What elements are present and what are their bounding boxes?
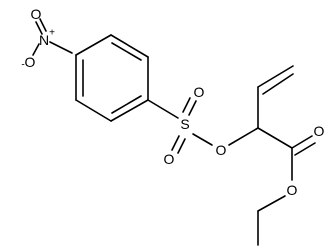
bond-lines — [32, 18, 316, 246]
bond-n-o-top-2 — [39, 18, 47, 32]
bond-n-ring — [49, 41, 73, 54]
atom-ethoxy-o: O — [287, 182, 298, 198]
bond-s-o-upper-2 — [188, 100, 197, 116]
bond-n-o-top-1 — [35, 21, 43, 35]
atom-labels: O N + O - S O O O O O — [21, 6, 324, 198]
atom-nitro-n-charge: + — [49, 28, 55, 39]
bond-c-o-double-1 — [291, 135, 313, 149]
bond-s-o-lower-1 — [171, 135, 180, 151]
bond-ch-carbonyl — [257, 127, 293, 149]
ring-bond-2-inner — [111, 42, 142, 61]
atom-nitro-o-minus: O — [25, 54, 36, 70]
atom-ester-link-o: O — [216, 142, 227, 158]
atom-nitro-o-top: O — [31, 6, 42, 22]
bond-s-o-upper-1 — [182, 97, 191, 113]
ring-bond-4 — [110, 99, 149, 122]
bond-n-o-minus — [32, 43, 40, 56]
ring-bond-5 — [75, 99, 112, 122]
bond-ring-s — [147, 99, 179, 119]
ring-bond-2 — [110, 34, 149, 58]
bond-s-o-link — [192, 133, 213, 146]
atom-nitro-n: N — [39, 32, 49, 48]
atom-sulfonyl-s: S — [180, 116, 189, 132]
bond-o-link-ch — [228, 127, 259, 146]
atom-sulfonyl-o-upper: O — [194, 84, 205, 100]
bond-vinyl-double-2 — [262, 73, 294, 95]
atom-carbonyl-o: O — [314, 123, 325, 139]
atom-nitro-o-minus-charge: - — [21, 60, 24, 71]
bond-o-ch2 — [257, 195, 286, 212]
ring-bond-4-inner — [111, 95, 142, 114]
ring-bond-1 — [75, 34, 112, 56]
bond-vinyl-double-1 — [257, 65, 294, 88]
atom-sulfonyl-o-lower: O — [164, 151, 175, 167]
bond-s-o-lower-2 — [177, 138, 186, 154]
bond-c-o-double-2 — [294, 142, 316, 156]
